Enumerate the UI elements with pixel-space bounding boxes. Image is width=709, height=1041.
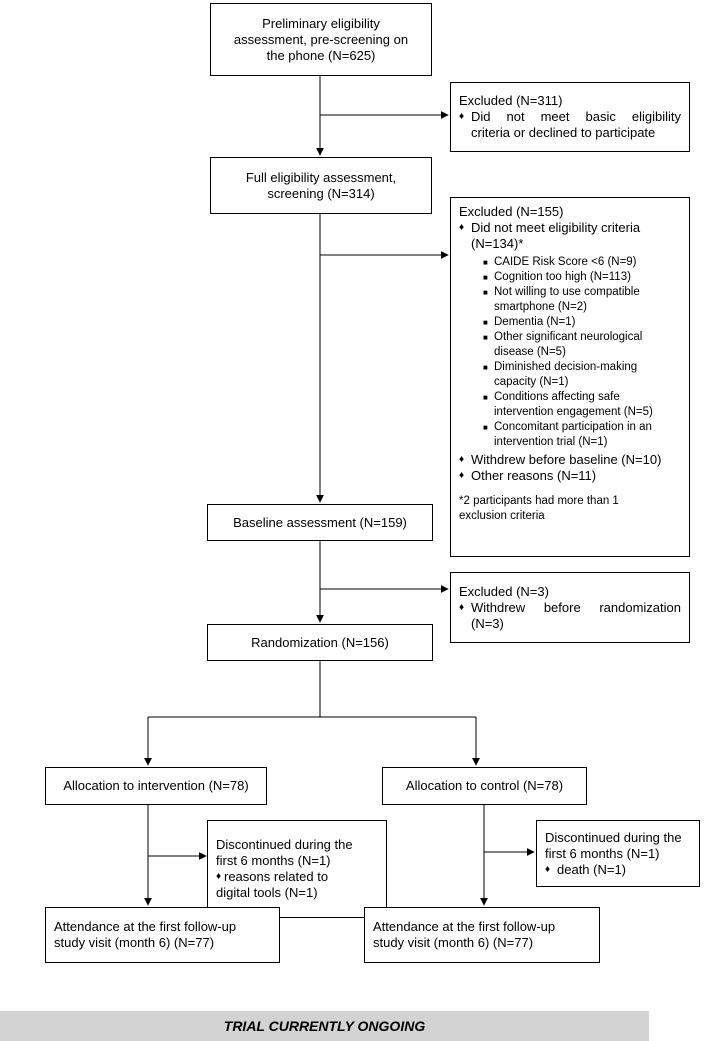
excluded2-main-line1: Did not meet eligibility criteria [471,220,641,235]
screening-box: Full eligibility assessment, screening (… [210,157,432,214]
excluded3-bullet-line2: (N=3) [471,615,504,631]
square-bullet-icon: ■ [483,423,488,432]
square-bullet-icon: ■ [483,393,488,402]
square-bullet-icon: ■ [483,258,488,267]
square-bullet-icon: ■ [483,288,488,297]
criteria-text: capacity (N=1) [494,376,569,388]
trial-status-label: TRIAL CURRENTLY ONGOING [223,1018,426,1034]
criteria-text: intervention trial (N=1) [494,436,608,448]
square-bullet-icon: ■ [483,318,488,327]
excluded2-title: Excluded (N=155) [459,204,564,219]
criteria-item: ■ Other significant neurological disease… [459,330,681,360]
criteria-text: intervention engagement (N=5) [494,406,653,418]
disc-control-box: Discontinued during the first 6 months (… [536,820,700,887]
excluded2-main-bullet: ♦ Did not meet eligibility criteria (N=1… [459,220,681,252]
excluded2-withdrew: Withdrew before baseline (N=10) [471,452,662,467]
alloc-control-box: Allocation to control (N=78) [382,767,587,805]
diamond-bullet-icon: ♦ [459,601,465,613]
footnote-line1: *2 participants had more than 1 [459,495,619,507]
excluded1-bullet-line2: criteria or declined to participate [471,125,656,140]
trial-status-banner: TRIAL CURRENTLY ONGOING [0,1011,649,1041]
diamond-bullet-icon: ♦ [459,111,465,122]
criteria-item: ■ Not willing to use compatible smartpho… [459,285,681,315]
disc-intervention-line1: Discontinued during the [216,837,353,852]
disc-intervention-box: Discontinued during the first 6 months (… [207,820,387,918]
prescreen-line: Preliminary eligibility [262,15,380,31]
prescreen-line: the phone (N=625) [266,47,376,63]
criteria-text: Cognition too high (N=113) [494,271,631,283]
diamond-bullet-icon: ♦ [216,871,222,882]
disc-control-line1: Discontinued during the [545,829,682,845]
disc-intervention-bullet-line2: digital tools (N=1) [216,885,318,900]
criteria-text: Conditions affecting safe [494,391,620,403]
square-bullet-icon: ■ [483,333,488,342]
criteria-text: Other significant neurological [494,331,643,343]
alloc-intervention-label: Allocation to intervention (N=78) [63,778,249,793]
randomization-box: Randomization (N=156) [207,624,433,661]
followup-intervention-line: Attendance at the first follow-up [54,919,237,934]
excluded1-box: Excluded (N=311) ♦ Did not meet basic el… [450,82,690,152]
footnote-line2: exclusion criteria [459,510,545,522]
screening-line: screening (N=314) [267,185,375,201]
criteria-item: ■ Conditions affecting safe intervention… [459,390,681,420]
criteria-text: smartphone (N=2) [494,301,587,313]
excluded3-bullet-line1: Withdrew before randomization [471,599,681,615]
excluded2-other-bullet: ♦ Other reasons (N=11) [459,468,681,484]
diamond-bullet-icon: ♦ [459,222,465,233]
diamond-bullet-icon: ♦ [459,470,465,481]
alloc-control-label: Allocation to control (N=78) [405,778,564,793]
disc-control-line2: first 6 months (N=1) [545,845,660,861]
excluded3-title: Excluded (N=3) [459,583,549,599]
criteria-item: ■ Cognition too high (N=113) [459,270,681,285]
criteria-text: Concomitant participation in an [494,421,652,433]
disc-control-bullet: ♦ death (N=1) [545,862,691,878]
excluded2-withdrew-bullet: ♦ Withdrew before baseline (N=10) [459,452,681,468]
criteria-item: ■ Dementia (N=1) [459,315,681,330]
disc-intervention-bullet: ♦ reasons related to [216,869,378,885]
baseline-label: Baseline assessment (N=159) [233,514,407,530]
criteria-item: ■ Concomitant participation in an interv… [459,420,681,450]
excluded1-bullet-line1: Did not meet basic eligibility [471,109,681,124]
excluded2-box: Excluded (N=155) ♦ Did not meet eligibil… [450,197,690,557]
criteria-item: ■ CAIDE Risk Score <6 (N=9) [459,255,681,270]
randomization-label: Randomization (N=156) [251,634,389,650]
alloc-intervention-box: Allocation to intervention (N=78) [45,767,267,805]
followup-intervention-line: study visit (month 6) (N=77) [54,935,215,950]
criteria-text: Diminished decision-making [494,361,638,373]
baseline-box: Baseline assessment (N=159) [207,504,433,541]
disc-control-bullet-text: death (N=1) [557,861,627,877]
disc-intervention-bullet-line1: reasons related to [224,869,329,884]
criteria-text: disease (N=5) [494,346,566,358]
followup-control-box: Attendance at the first follow-up study … [364,907,600,963]
screening-line: Full eligibility assessment, [245,169,397,185]
excluded3-bullet: ♦ Withdrew before randomization (N=3) [459,600,681,632]
excluded1-bullet: ♦ Did not meet basic eligibility criteri… [459,109,681,141]
criteria-text: CAIDE Risk Score <6 (N=9) [494,256,637,268]
excluded2-other: Other reasons (N=11) [471,468,597,483]
excluded3-box: Excluded (N=3) ♦ Withdrew before randomi… [450,572,690,643]
followup-control-line: study visit (month 6) (N=77) [373,935,534,950]
diamond-bullet-icon: ♦ [459,454,465,465]
criteria-text: Not willing to use compatible [494,286,640,298]
criteria-item: ■ Diminished decision-making capacity (N… [459,360,681,390]
excluded1-title: Excluded (N=311) [459,93,563,108]
square-bullet-icon: ■ [483,273,488,282]
prescreen-box: Preliminary eligibility assessment, pre-… [210,3,432,76]
diamond-bullet-icon: ♦ [545,863,551,875]
followup-intervention-box: Attendance at the first follow-up study … [45,907,280,963]
disc-intervention-line2: first 6 months (N=1) [216,853,331,868]
followup-control-line: Attendance at the first follow-up [373,919,556,934]
prescreen-line: assessment, pre-screening on [233,31,409,47]
square-bullet-icon: ■ [483,363,488,372]
criteria-text: Dementia (N=1) [494,316,576,328]
excluded2-main-line2: (N=134)* [471,236,524,251]
excluded2-footnote: *2 participants had more than 1 exclusio… [459,494,681,524]
